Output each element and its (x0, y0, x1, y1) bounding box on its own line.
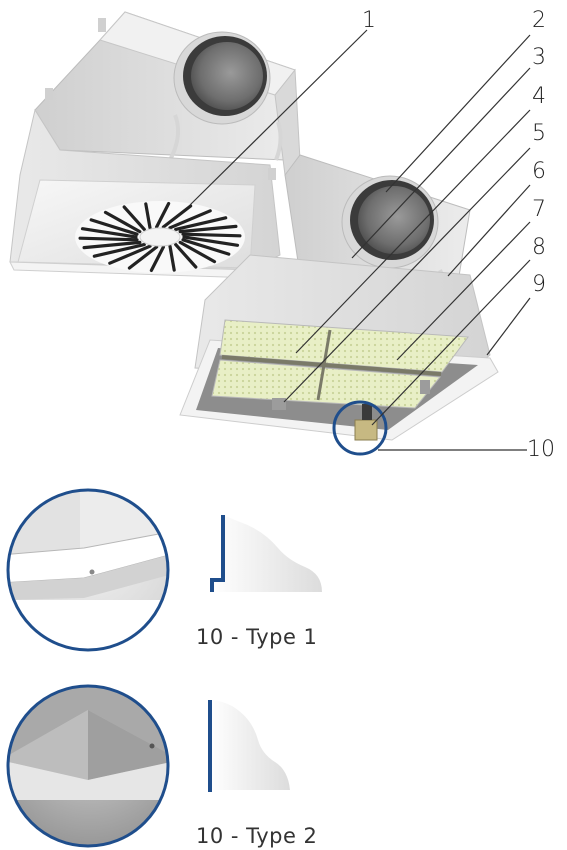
swirl-vane (181, 238, 231, 256)
swirl-vane (122, 205, 146, 231)
swirl-vane (80, 227, 138, 239)
swirl-vane (182, 235, 240, 247)
callout-number: 4 (532, 84, 546, 109)
swirl-vane (127, 245, 159, 270)
callout-number: 10 (527, 437, 555, 462)
swirl-vane (174, 243, 198, 269)
profile-section-type-2 (208, 700, 290, 792)
mounting-tab (45, 88, 53, 100)
callout-number: 2 (532, 8, 546, 33)
detail-highlight-ring (332, 400, 388, 456)
callout-number: 6 (532, 159, 546, 184)
swirl-vane (108, 244, 152, 265)
mounting-tab (98, 18, 106, 32)
callout-number: 7 (532, 197, 546, 222)
duct-spigot (173, 31, 271, 125)
swirl-vane (82, 240, 142, 250)
diffuser-unit-2 (179, 154, 499, 456)
swirl-vane (89, 218, 139, 236)
callout-number: 1 (362, 8, 376, 33)
filter-panel (211, 319, 469, 409)
detail-type-2 (6, 684, 290, 848)
duct-spigot (341, 175, 439, 269)
swirl-vane (149, 245, 165, 272)
callout-number: 9 (532, 272, 546, 297)
detail-type-1 (6, 488, 322, 652)
swirl-vane (161, 204, 193, 229)
leader-lines (189, 29, 531, 451)
swirl-vane (181, 232, 242, 238)
detail-ring (6, 684, 170, 848)
filter-clip (272, 398, 286, 410)
swirl-vane (178, 240, 217, 264)
swirl-vane (103, 210, 142, 234)
swirl-vane (92, 243, 146, 258)
detail-caption-type-1: 10 - Type 1 (196, 625, 318, 649)
callout-number: 8 (532, 235, 546, 260)
swirl-vane (174, 216, 228, 231)
swirl-vane (144, 202, 152, 230)
swirl-vane (78, 236, 139, 242)
swirl-vane (168, 209, 212, 230)
callout-number: 5 (532, 121, 546, 146)
mounting-tab (268, 168, 276, 180)
detail-ring (6, 488, 170, 652)
callout-number: 3 (532, 45, 546, 70)
swirl-diffuser-face (17, 179, 256, 273)
swirl-vane (178, 224, 238, 234)
diffuser-unit-1 (9, 11, 301, 279)
swirl-vane (155, 202, 171, 229)
profile-section-type-1 (210, 515, 322, 592)
detail-caption-type-2: 10 - Type 2 (196, 824, 318, 848)
swirl-vane (168, 244, 176, 272)
filter-clip (420, 380, 430, 394)
